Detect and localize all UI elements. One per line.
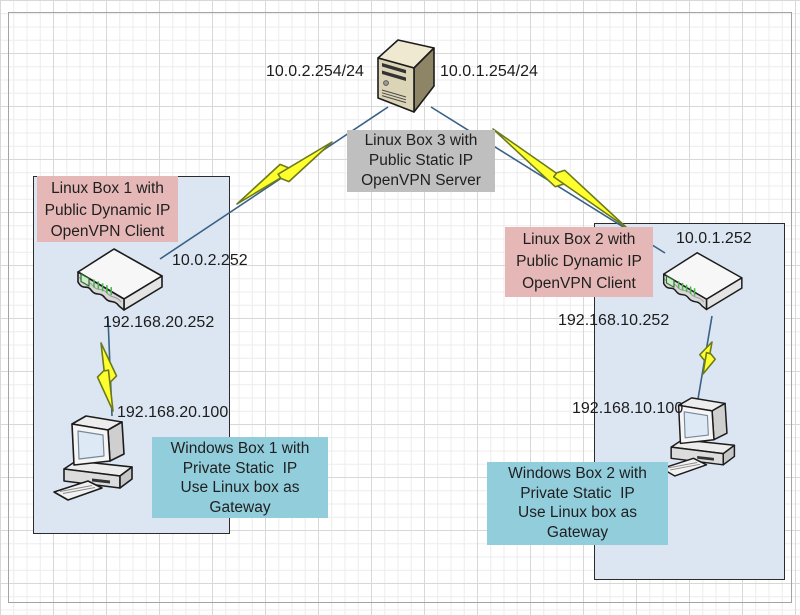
site1-pc-ip-label: 192.168.20.100 bbox=[117, 404, 229, 421]
site1-router-label-line: OpenVPN Client bbox=[50, 223, 165, 240]
server-ip-right-label: 10.0.1.254/24 bbox=[440, 63, 538, 80]
site2-pc-label-line: Private Static IP bbox=[520, 484, 635, 502]
diagram-border bbox=[8, 12, 792, 603]
site1-router-label-line: Linux Box 1 with bbox=[51, 180, 164, 197]
site2-pc-label-line: Use Linux box as bbox=[518, 504, 637, 521]
site2-router-wan-ip-label: 10.0.1.252 bbox=[676, 230, 752, 247]
server-label-line: OpenVPN Server bbox=[361, 172, 481, 189]
site2-pc-label-box: Windows Box 2 with Private Static IP Use… bbox=[487, 462, 668, 545]
site1-router-label-line: Public Dynamic IP bbox=[44, 201, 171, 219]
site2-router-label-line: Public Dynamic IP bbox=[516, 253, 642, 270]
site1-pc-label-line: Windows Box 1 with bbox=[170, 440, 310, 457]
site1-router-lan-ip-label: 192.168.20.252 bbox=[103, 314, 215, 331]
site2-pc-label-line: Gateway bbox=[546, 523, 609, 541]
site2-pc-ip-label: 192.168.10.100 bbox=[572, 400, 684, 417]
site2-router-label-line: Linux Box 2 with bbox=[522, 231, 636, 248]
site2-router-label-box: Linux Box 2 with Public Dynamic IP OpenV… bbox=[505, 227, 653, 297]
server-label-box: Linux Box 3 with Public Static IP OpenVP… bbox=[347, 130, 495, 192]
site2-router-lan-ip-label: 192.168.10.252 bbox=[558, 312, 670, 329]
site1-pc-label-line: Gateway bbox=[209, 498, 271, 516]
server-ip-left-label: 10.0.2.254/24 bbox=[266, 63, 364, 80]
site1-pc-label-box: Windows Box 1 with Private Static IP Use… bbox=[152, 437, 328, 518]
site1-pc-label-line: Private Static IP bbox=[182, 459, 298, 477]
site1-router-label-box: Linux Box 1 with Public Dynamic IP OpenV… bbox=[37, 176, 178, 242]
site2-router-label-line: OpenVPN Client bbox=[522, 275, 636, 292]
server-label-line: Public Static IP bbox=[368, 152, 474, 169]
site1-pc-label-line: Use Linux box as bbox=[180, 479, 300, 496]
site2-pc-label-line: Windows Box 2 with bbox=[508, 465, 647, 482]
site1-router-wan-ip-label: 10.0.2.252 bbox=[172, 252, 248, 269]
server-label-line: Linux Box 3 with bbox=[364, 132, 478, 149]
